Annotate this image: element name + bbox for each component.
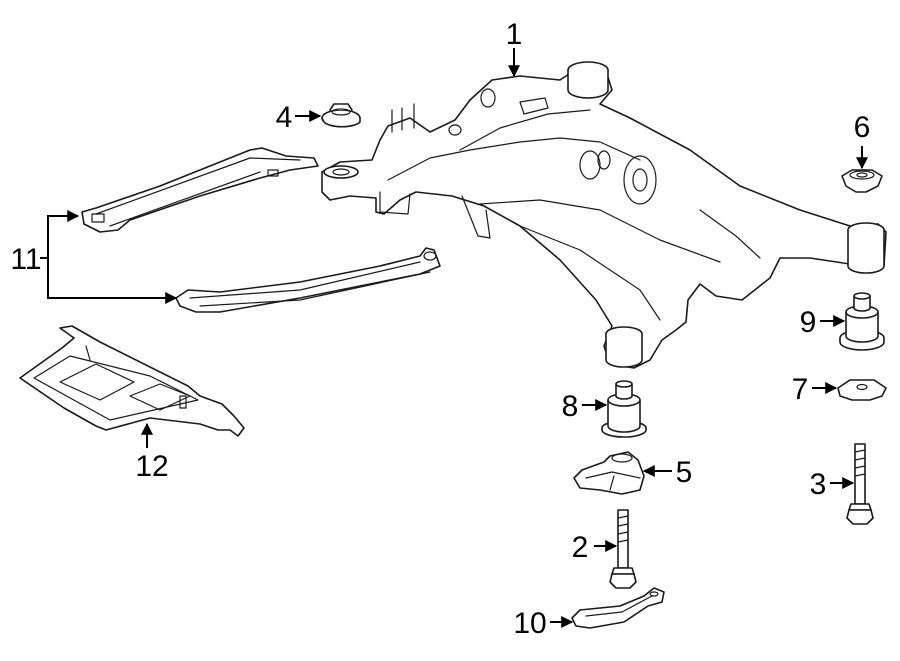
stopper-part [837, 379, 887, 401]
leader-11b [47, 258, 178, 304]
bracket-part [573, 451, 645, 495]
callout-6: 6 [854, 111, 871, 144]
leader-11 [47, 210, 80, 258]
callout-11: 11 [10, 243, 41, 276]
under-cover-part [19, 325, 245, 437]
stay-upper-part [81, 147, 319, 233]
callout-2: 2 [572, 531, 589, 564]
cushion-part [321, 103, 361, 128]
lower-bushing-part [839, 292, 885, 351]
callout-4: 4 [276, 101, 293, 134]
callout-1: 1 [506, 18, 523, 51]
small-bracket-part [571, 587, 665, 629]
callout-12: 12 [135, 450, 168, 483]
bolt-3-part [846, 443, 874, 525]
subframe-part [321, 61, 887, 369]
leader-lines [40, 48, 868, 628]
stay-lower-part [175, 247, 441, 313]
callout-3: 3 [810, 468, 827, 501]
bolt-2-part [609, 509, 637, 589]
callout-5: 5 [676, 456, 693, 489]
upper-bushing-part [841, 169, 883, 193]
mount-bushing-part [601, 380, 647, 438]
callout-9: 9 [800, 306, 817, 339]
callout-7: 7 [792, 373, 809, 406]
callout-labels: 1 2 3 4 5 6 7 8 9 10 11 12 [10, 18, 870, 640]
callout-8: 8 [562, 390, 579, 423]
callout-10: 10 [513, 607, 546, 640]
